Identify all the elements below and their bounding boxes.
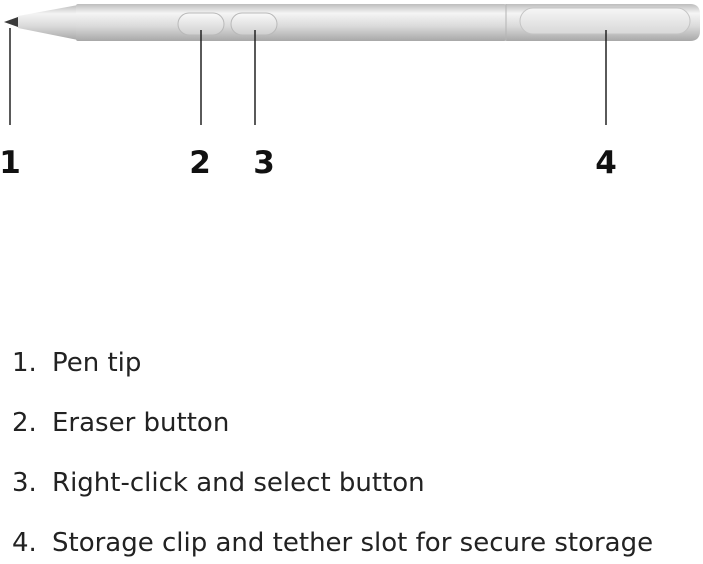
legend-index: 4.	[12, 528, 37, 558]
callout-number-2: 2	[189, 145, 211, 181]
pen-diagram	[4, 4, 700, 125]
legend-text: Right-click and select button	[52, 468, 425, 498]
callout-number-1: 1	[0, 145, 21, 181]
legend-item-pen-tip: 1. Pen tip	[12, 348, 141, 378]
legend-item-eraser-button: 2. Eraser button	[12, 408, 229, 438]
legend-item-storage-clip: 4. Storage clip and tether slot for secur…	[12, 528, 653, 558]
pen-cone	[18, 5, 78, 40]
legend-index: 2.	[12, 408, 37, 438]
pen-barrel	[76, 4, 506, 41]
legend-text: Eraser button	[52, 408, 230, 438]
pen-tip	[4, 17, 18, 27]
right-click-button-shape	[230, 12, 278, 36]
legend-item-right-click-button: 3. Right-click and select button	[12, 468, 425, 498]
storage-clip	[519, 7, 691, 35]
callout-number-4: 4	[595, 145, 617, 181]
legend-text: Pen tip	[52, 348, 142, 378]
legend-index: 3.	[12, 468, 37, 498]
legend-text: Storage clip and tether slot for secure …	[52, 528, 654, 558]
callout-number-3: 3	[253, 145, 275, 181]
legend-index: 1.	[12, 348, 37, 378]
